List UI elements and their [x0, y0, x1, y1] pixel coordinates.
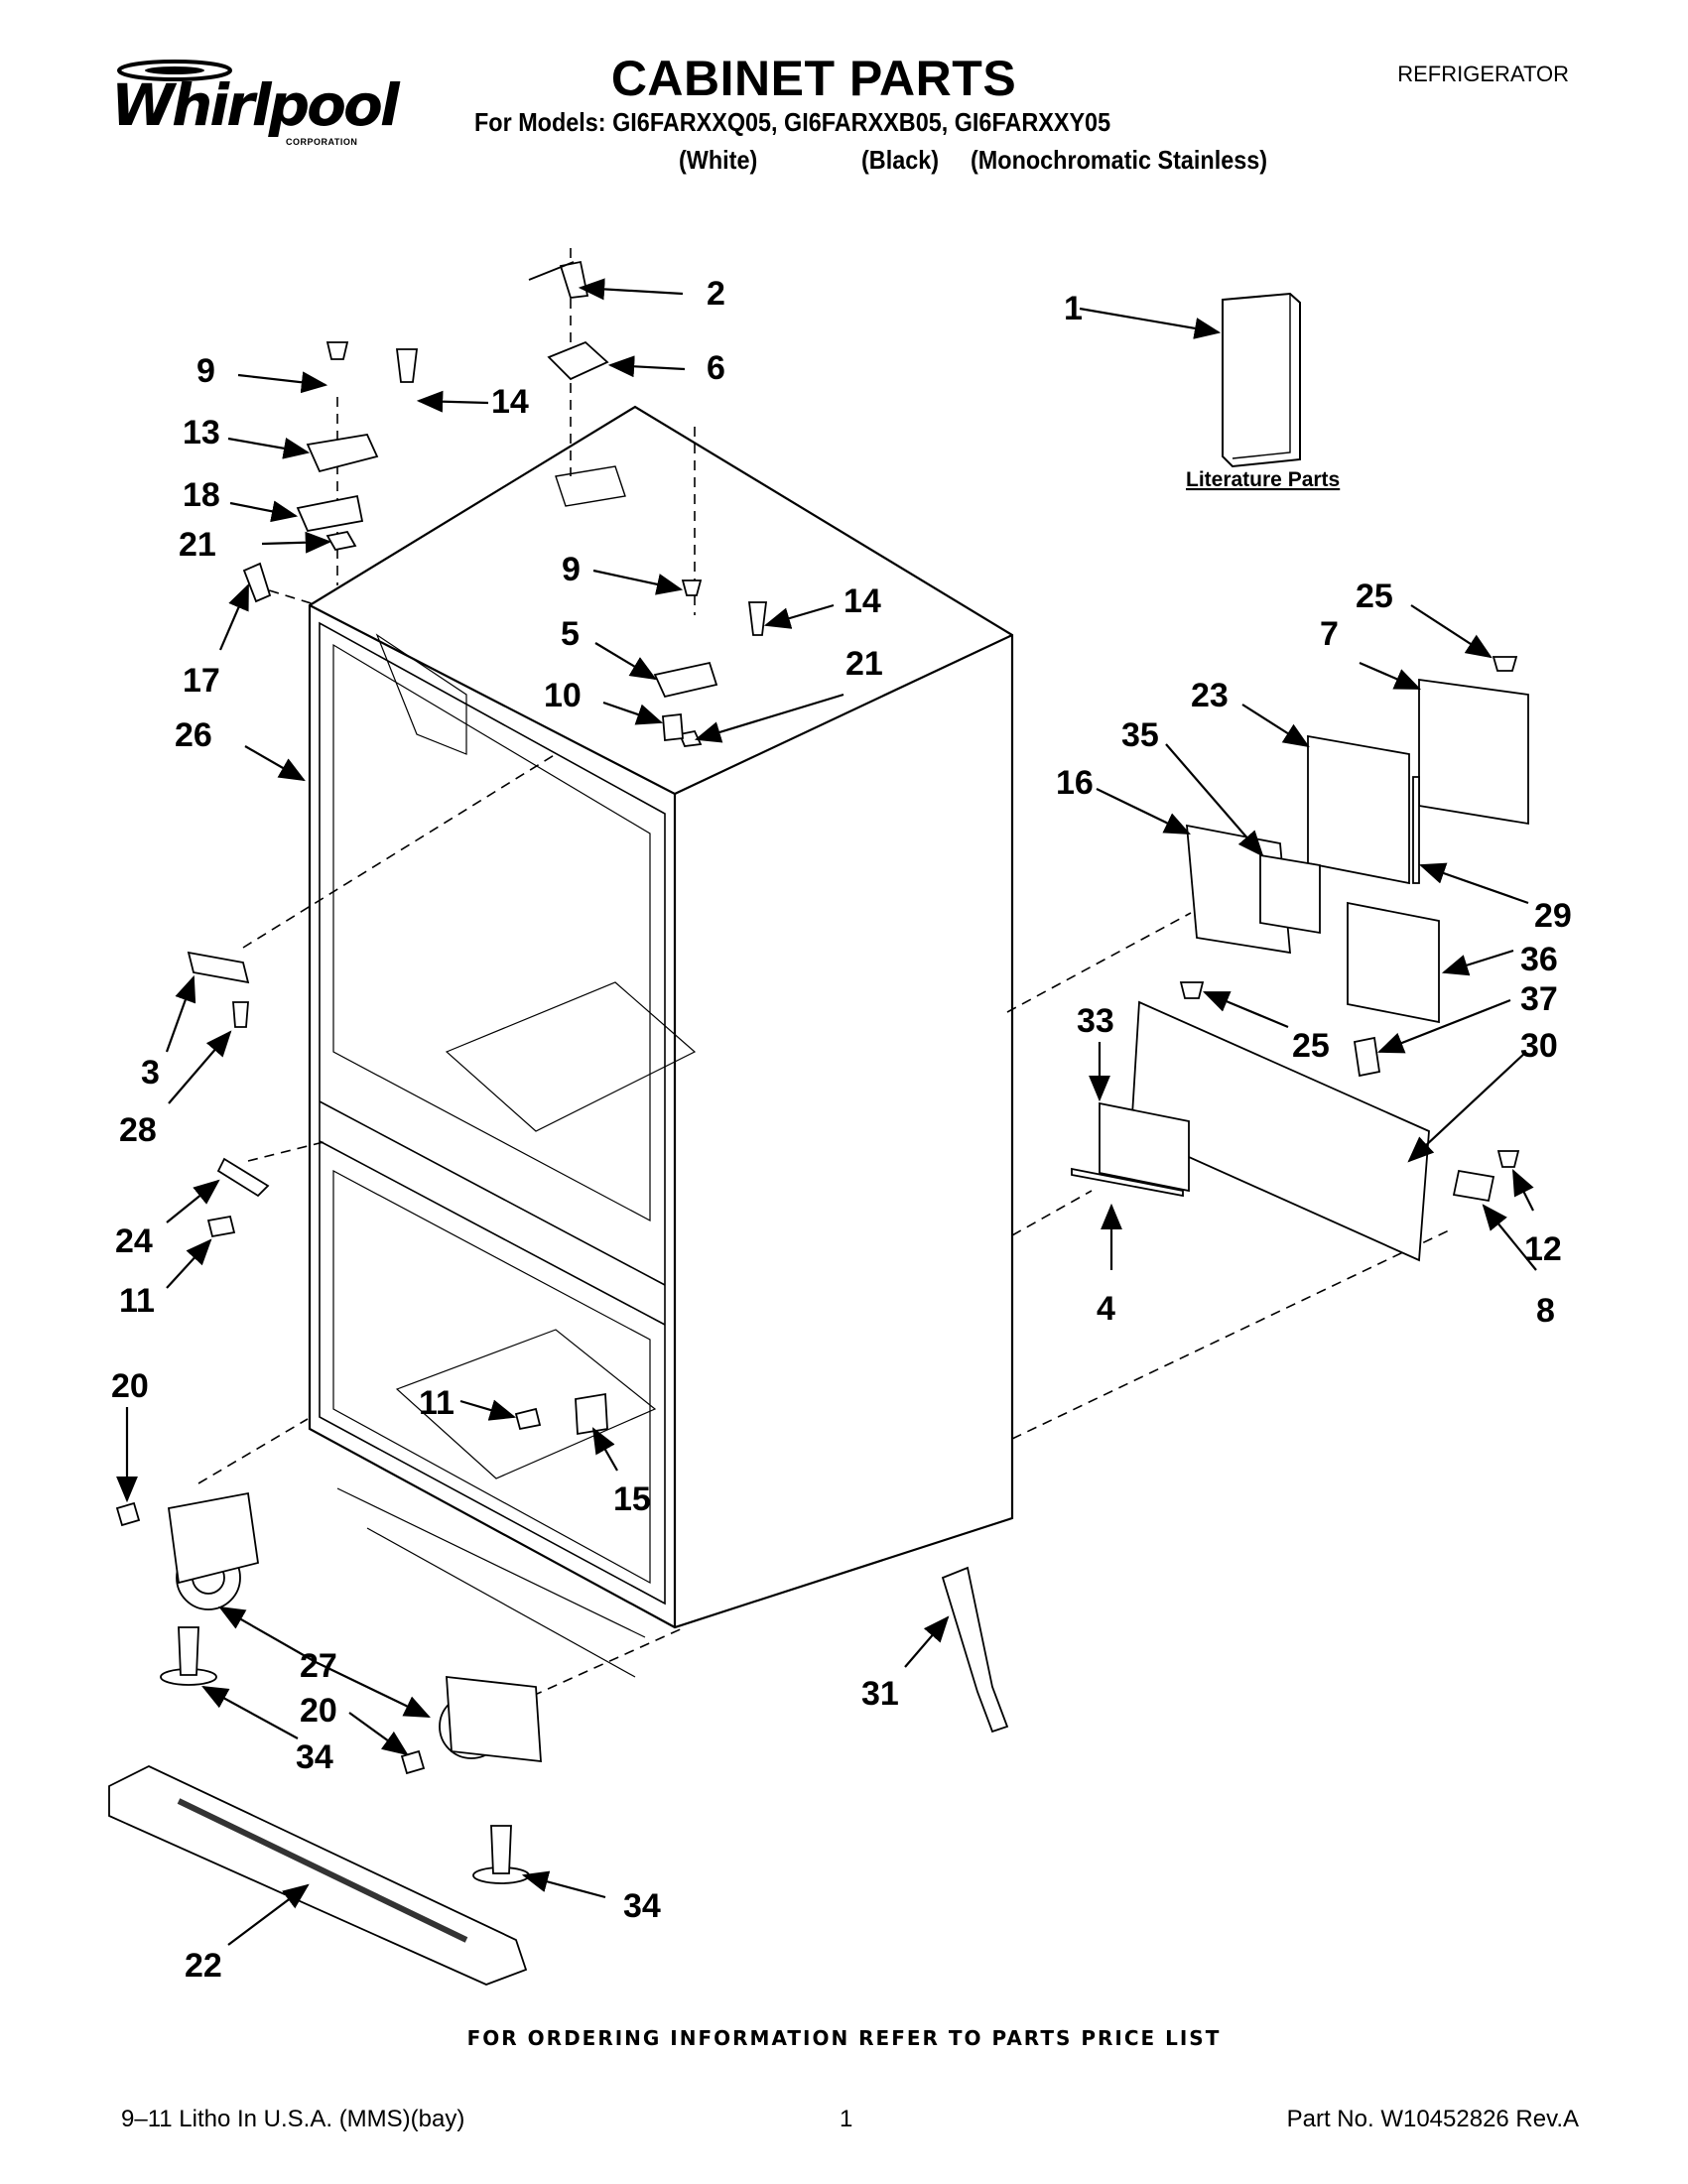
logo-wordmark: Whirlpool — [111, 71, 400, 139]
callout-21: 21 — [845, 645, 883, 683]
callout-14: 14 — [491, 383, 529, 421]
logo-swoosh-icon — [117, 60, 232, 81]
callout-33: 33 — [1077, 1002, 1114, 1040]
callout-31: 31 — [861, 1675, 899, 1713]
litho-info: 9–11 Litho In U.S.A. (MMS)(bay) — [121, 2106, 465, 2132]
callout-15: 15 — [613, 1480, 651, 1518]
callout-36: 36 — [1520, 941, 1558, 978]
callout-23: 23 — [1191, 677, 1229, 714]
callout-11: 11 — [119, 1282, 155, 1320]
color-black-label: (Black) — [861, 145, 940, 175]
callout-14: 14 — [844, 582, 881, 620]
part-number: Part No. W10452826 Rev.A — [1286, 2106, 1579, 2132]
callout-21: 21 — [179, 526, 216, 564]
callout-1: 1 — [1064, 290, 1083, 327]
callout-3: 3 — [141, 1054, 160, 1092]
callout-22: 22 — [185, 1947, 222, 1985]
page-title: CABINET PARTS — [610, 51, 1017, 106]
callout-4: 4 — [1097, 1290, 1115, 1328]
model-numbers: For Models: GI6FARXXQ05, GI6FARXXB05, GI… — [474, 107, 1111, 137]
callout-arrows — [116, 278, 1537, 1946]
callout-10: 10 — [544, 677, 582, 714]
callout-11: 11 — [419, 1384, 454, 1422]
appliance-category: REFRIGERATOR — [1397, 62, 1569, 86]
callout-16: 16 — [1056, 764, 1094, 802]
callout-24: 24 — [115, 1222, 153, 1260]
callout-6: 6 — [707, 349, 725, 387]
callout-2: 2 — [707, 275, 725, 313]
color-stainless-label: (Monochromatic Stainless) — [971, 145, 1268, 175]
callout-7: 7 — [1320, 615, 1339, 653]
callout-17: 17 — [183, 662, 220, 700]
callout-25: 25 — [1292, 1027, 1330, 1065]
literature-booklet — [1222, 292, 1301, 468]
callout-9: 9 — [196, 352, 215, 390]
callout-5: 5 — [561, 615, 580, 653]
callout-13: 13 — [183, 414, 220, 451]
callout-8: 8 — [1536, 1292, 1555, 1330]
part-glyphs — [108, 260, 1529, 1986]
callout-20: 20 — [111, 1367, 149, 1405]
callout-27: 27 — [300, 1647, 337, 1685]
callout-18: 18 — [183, 476, 220, 514]
callout-9: 9 — [562, 551, 581, 588]
literature-parts-label: Literature Parts — [1186, 468, 1340, 491]
callout-35: 35 — [1121, 716, 1159, 754]
cabinet-outline — [308, 405, 1014, 1678]
color-white-label: (White) — [679, 145, 758, 175]
callout-20: 20 — [300, 1692, 337, 1730]
ordering-note: FOR ORDERING INFORMATION REFER TO PARTS … — [466, 2026, 1222, 2050]
callout-37: 37 — [1520, 980, 1558, 1018]
callout-26: 26 — [175, 716, 212, 754]
callout-labels: 2 6 1 9 14 13 18 21 17 26 9 14 5 10 21 2… — [111, 275, 1572, 1985]
page-number: 1 — [840, 2106, 853, 2132]
callout-25: 25 — [1356, 578, 1393, 615]
callout-34: 34 — [296, 1738, 333, 1776]
callout-12: 12 — [1524, 1230, 1562, 1268]
callout-34: 34 — [623, 1887, 661, 1925]
callout-30: 30 — [1520, 1027, 1558, 1065]
logo-corporation: CORPORATION — [286, 137, 358, 147]
callout-29: 29 — [1534, 897, 1572, 935]
callout-28: 28 — [119, 1111, 157, 1149]
whirlpool-logo: Whirlpool CORPORATION — [111, 58, 400, 157]
